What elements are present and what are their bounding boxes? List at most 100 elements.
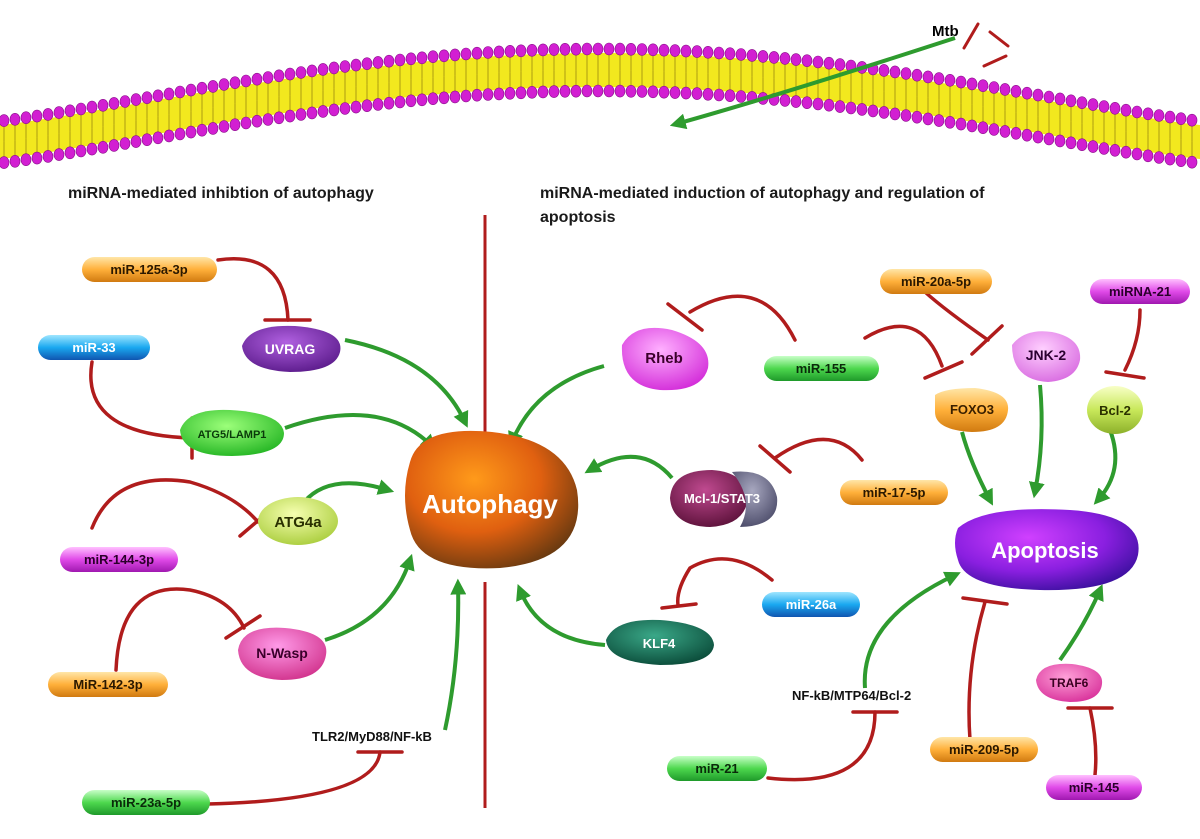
- membrane-lipid-head: [746, 49, 758, 62]
- inhibit-mir144-atg4a: [90, 478, 260, 530]
- membrane-lipid-head: [790, 95, 802, 108]
- svg-text:miR-155: miR-155: [796, 361, 847, 376]
- membrane-lipid-head: [482, 46, 494, 59]
- svg-text:miR-144-3p: miR-144-3p: [84, 552, 154, 567]
- membrane-lipid-head: [1131, 147, 1143, 161]
- membrane-lipid-head: [174, 127, 186, 141]
- membrane-lipid-head: [988, 123, 1000, 136]
- membrane-lipid-head: [834, 58, 846, 71]
- membrane-lipid-head: [1186, 113, 1198, 127]
- membrane-lipid-head: [108, 97, 120, 110]
- membrane-lipid-head: [1142, 149, 1154, 163]
- membrane-lipid-head: [636, 85, 648, 98]
- membrane-lipid-head: [823, 98, 835, 112]
- membrane-lipid-head: [702, 45, 714, 59]
- inhibit-mirna21-bcl2: [1123, 308, 1142, 372]
- autophagy-node: Autophagy: [405, 430, 579, 569]
- membrane-lipid-head: [1065, 136, 1077, 150]
- membrane-lipid-head: [988, 81, 1000, 94]
- jnk2-node: JNK-2: [1012, 331, 1081, 382]
- membrane-lipid-head: [64, 146, 76, 160]
- membrane-lipid-head: [416, 51, 428, 65]
- membrane-lipid-head: [614, 84, 626, 98]
- tlr2-myd88-nfkb-label: TLR2/MyD88/NF-kB: [312, 729, 432, 744]
- inhibit-mir125a-uvrag: [216, 257, 290, 322]
- autophagy-label: Autophagy: [422, 489, 558, 519]
- membrane-lipid-head: [130, 135, 142, 148]
- membrane-lipid-head: [350, 100, 362, 114]
- membrane-lipid-head: [669, 86, 681, 99]
- membrane-lipid-head: [900, 109, 912, 122]
- membrane-lipid-head: [713, 46, 725, 60]
- membrane-lipid-head: [196, 123, 208, 137]
- klf4-label: KLF4: [643, 636, 676, 651]
- membrane-lipid-head: [1175, 112, 1187, 125]
- membrane-lipid-head: [284, 67, 296, 81]
- membrane-lipid-head: [1087, 140, 1099, 153]
- membrane-lipid-head: [317, 63, 329, 76]
- membrane-lipid-head: [20, 111, 32, 124]
- membrane-lipid-head: [900, 67, 912, 80]
- arrow-nfkb-apoptosis: [862, 571, 961, 689]
- membrane-lipid-head: [1098, 142, 1110, 155]
- svg-text:miR-125a-3p: miR-125a-3p: [110, 262, 187, 277]
- membrane-lipid-head: [966, 77, 978, 91]
- membrane-lipid-head: [889, 107, 901, 121]
- membrane-lipid-head: [152, 131, 164, 145]
- membrane-lipid-head: [438, 91, 450, 105]
- inhibit-mir26a-klf4: [676, 557, 774, 607]
- apoptosis-label: Apoptosis: [991, 538, 1099, 563]
- mirna-pill-mir145: miR-145: [1046, 775, 1142, 800]
- membrane-lipid-head: [493, 45, 505, 59]
- membrane-lipid-head: [625, 42, 637, 56]
- membrane-lipid-head: [229, 118, 241, 131]
- bcl2-node: Bcl-2: [1087, 386, 1143, 434]
- arrow-nwasp-autophagy: [324, 553, 415, 642]
- membrane-lipid-head: [251, 114, 263, 128]
- membrane-lipid-head: [449, 90, 461, 104]
- membrane-lipid-head: [548, 43, 560, 56]
- membrane-lipid-head: [460, 89, 472, 103]
- membrane-lipid-head: [878, 64, 890, 77]
- apoptosis-node: Apoptosis: [955, 509, 1139, 591]
- membrane-lipid-head: [1010, 85, 1022, 98]
- membrane-lipid-head: [163, 87, 175, 101]
- membrane-lipid-head: [1175, 154, 1187, 167]
- membrane-lipid-head: [383, 96, 395, 110]
- membrane-lipid-head: [966, 119, 978, 133]
- membrane-lipid-head: [75, 102, 87, 116]
- membrane-lipid-head: [295, 108, 307, 121]
- membrane-lipid-head: [812, 55, 824, 69]
- membrane-lipid-head: [757, 50, 769, 63]
- membrane-lipid-head: [328, 103, 340, 117]
- membrane-lipid-head: [614, 42, 626, 56]
- svg-text:miR-21: miR-21: [695, 761, 738, 776]
- membrane-lipid-head: [240, 116, 252, 130]
- membrane-lipid-head: [416, 93, 428, 107]
- foxo3-label: FOXO3: [950, 402, 994, 417]
- mtb-entry-arrow: [669, 36, 956, 130]
- membrane-lipid-head: [108, 139, 120, 152]
- membrane-lipid-head: [1043, 132, 1055, 146]
- membrane-lipid-head: [669, 44, 681, 57]
- svg-text:miRNA-21: miRNA-21: [1109, 284, 1171, 299]
- membrane-lipid-head: [0, 114, 10, 127]
- mirna-pill-mir23a: miR-23a-5p: [82, 790, 210, 815]
- membrane-lipid-head: [86, 142, 98, 156]
- mirna-pill-mir21: miR-21: [667, 756, 767, 781]
- membrane-lipid-head: [350, 58, 362, 72]
- membrane-lipid-head: [152, 89, 164, 103]
- membrane-lipid-head: [922, 70, 934, 84]
- traf6-node: TRAF6: [1036, 663, 1103, 702]
- inhibit-mir21-nfkb: [766, 710, 877, 782]
- membrane-lipid-head: [581, 84, 593, 98]
- mirna-pill-mir33: miR-33: [38, 335, 150, 360]
- inhibit-mir155-foxo3: [863, 324, 944, 368]
- membrane-lipid-head: [680, 86, 692, 100]
- arrow-tlr2-autophagy: [443, 578, 467, 731]
- membrane-lipid-head: [53, 106, 65, 119]
- activation-arrows: [284, 338, 1118, 731]
- membrane-lipid-head: [1032, 88, 1044, 102]
- nfkb-mtp64-bcl2-label: NF-kB/MTP64/Bcl-2: [792, 688, 911, 703]
- membrane-lipid-head: [999, 83, 1011, 96]
